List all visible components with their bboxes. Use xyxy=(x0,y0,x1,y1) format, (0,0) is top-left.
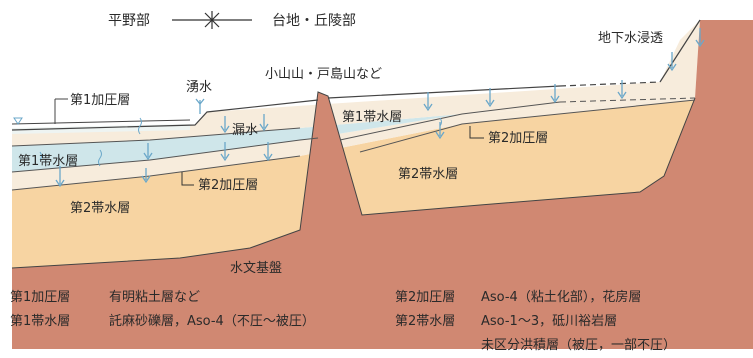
leakage-label: 漏水 xyxy=(232,122,258,138)
legend-term: 第1加圧層 xyxy=(10,290,71,305)
basement-label: 水文基盤 xyxy=(230,261,282,276)
blue-aquifer-band xyxy=(12,114,462,172)
legend-row: 未区分洪積層（被圧，一部不圧） xyxy=(395,334,676,358)
confining1-left-label: 第1加圧層 xyxy=(70,93,130,108)
legend-desc: 託麻砂礫層，Aso-4（不圧～被圧） xyxy=(109,314,315,329)
legend-row: 第2加圧層 Aso-4（粘土化部），花房層 xyxy=(395,286,676,310)
confining2-right-label: 第2加圧層 xyxy=(488,131,548,146)
upland-label: 台地・丘陵部 xyxy=(272,13,356,29)
aquifer2-right-label: 第2帯水層 xyxy=(398,167,458,182)
confining2-left-label: 第2加圧層 xyxy=(198,178,258,193)
legend-row: 第1帯水層 託麻砂礫層，Aso-4（不圧～被圧） xyxy=(10,310,315,334)
spring-label: 湧水 xyxy=(186,79,212,95)
leader-lines xyxy=(181,126,484,186)
aquifer1-left-label: 第1帯水層 xyxy=(18,154,78,169)
mountains-label: 小山山・戸島山など xyxy=(265,67,382,82)
spring-symbol xyxy=(195,98,205,114)
upper-layer xyxy=(12,20,700,146)
aquifer1-right-label: 第1帯水層 xyxy=(342,110,402,125)
confining2-layer xyxy=(12,98,695,190)
legend-term: 第2帯水層 xyxy=(395,314,456,329)
flow-ticks xyxy=(39,117,442,167)
legend-term xyxy=(395,334,481,358)
aquifer2-left-label: 第2帯水層 xyxy=(70,201,130,216)
legend-term: 第2加圧層 xyxy=(395,290,456,305)
hydrogeology-diagram: 平野部 台地・丘陵部 xyxy=(11,11,753,349)
infiltration-label: 地下水浸透 xyxy=(598,31,663,46)
legend-desc: 未区分洪積層（被圧，一部不圧） xyxy=(481,338,677,353)
basement-rock xyxy=(12,20,753,349)
legend-row: 第1加圧層 有明粘土層など xyxy=(10,286,315,310)
plain-label: 平野部 xyxy=(108,13,150,29)
legend-term: 第1帯水層 xyxy=(10,314,71,329)
legend-row: 第2帯水層 Aso-1～3，砥川裕岩層 xyxy=(395,310,676,334)
legend-desc: Aso-1～3，砥川裕岩層 xyxy=(481,314,618,329)
legend-right: 第2加圧層 Aso-4（粘土化部），花房層 第2帯水層 Aso-1～3，砥川裕岩… xyxy=(395,286,676,358)
legend-left: 第1加圧層 有明粘土層など 第1帯水層 託麻砂礫層，Aso-4（不圧～被圧） xyxy=(10,286,315,334)
water-table-symbol xyxy=(13,117,23,125)
header-symbol xyxy=(172,11,252,29)
legend-desc: Aso-4（粘土化部），花房層 xyxy=(481,290,642,305)
ground-surface xyxy=(11,85,561,131)
legend-desc: 有明粘土層など xyxy=(109,290,201,305)
infiltration-arrows xyxy=(55,28,705,188)
